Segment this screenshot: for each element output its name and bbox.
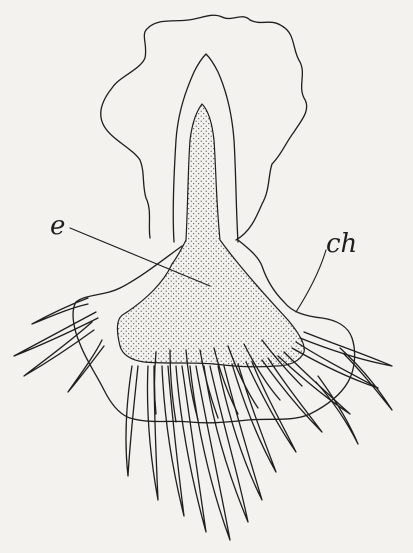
label-e: e — [50, 211, 65, 241]
label-ch: ch — [326, 229, 357, 259]
embryo-region — [117, 104, 304, 367]
leader-ch — [296, 250, 326, 312]
